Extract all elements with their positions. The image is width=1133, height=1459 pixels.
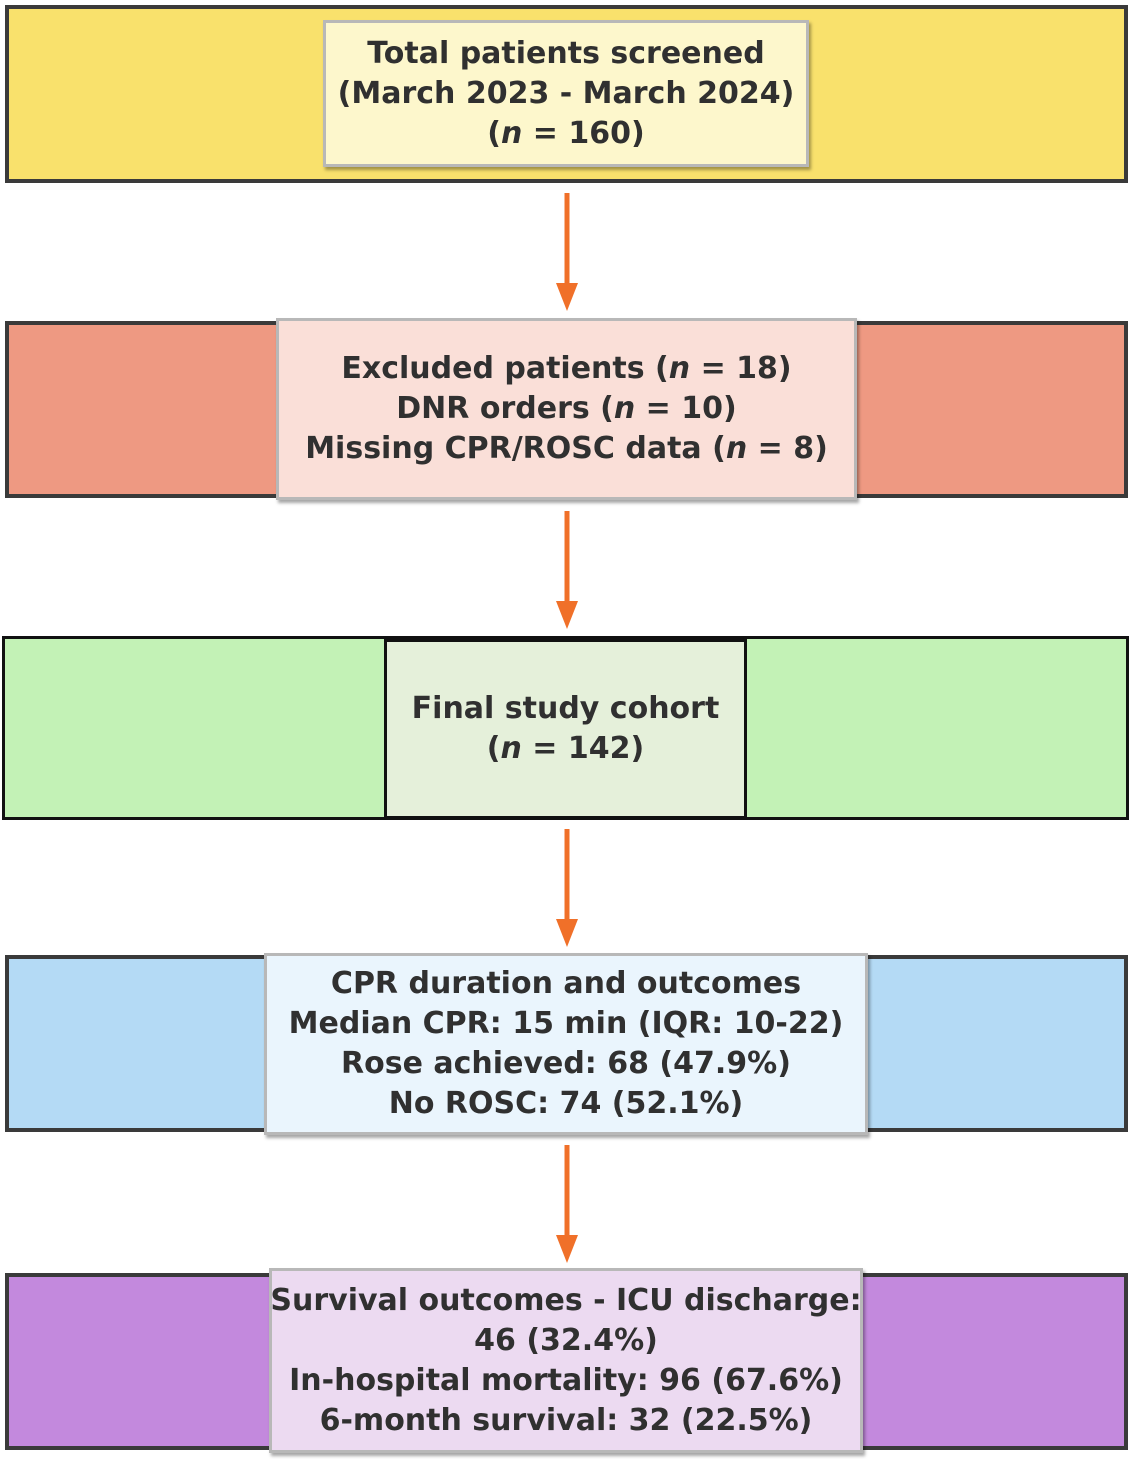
stage-1-box: Total patients screened (March 2023 - Ma… <box>323 20 809 167</box>
stage-4-box: CPR duration and outcomes Median CPR: 15… <box>264 953 868 1135</box>
arrow-down-icon <box>556 829 578 947</box>
stage-4-line-2: Median CPR: 15 min (IQR: 10-22) <box>288 1006 844 1041</box>
stage-5-line-2: 46 (32.4%) <box>474 1322 658 1358</box>
stage-5-line-4: 6-month survival: 32 (22.5%) <box>319 1402 813 1438</box>
arrow-down-icon <box>556 511 578 629</box>
stage-4-line-4: No ROSC: 74 (52.1%) <box>388 1086 744 1121</box>
stage-3-line-2: (n = 142) <box>486 731 645 766</box>
stage-5-line-3: In-hospital mortality: 96 (67.6%) <box>289 1362 843 1398</box>
stage-1-line-3: (n = 160) <box>487 115 645 151</box>
arrow-down-icon <box>556 193 578 311</box>
stage-4-line-1: CPR duration and outcomes <box>330 966 802 1001</box>
stage-5-box: Survival outcomes - ICU discharge: 46 (3… <box>269 1268 863 1453</box>
stage-1-line-2: (March 2023 - March 2024) <box>337 75 795 111</box>
stage-3-box: Final study cohort (n = 142) <box>384 639 747 819</box>
stage-2-box: Excluded patients (n = 18) DNR orders (n… <box>276 318 857 500</box>
stage-5-line-1: Survival outcomes - ICU discharge: <box>270 1282 862 1318</box>
stage-2-line-1: Excluded patients (n = 18) <box>341 351 792 386</box>
stage-1-line-1: Total patients screened <box>367 35 765 71</box>
stage-3-line-1: Final study cohort <box>411 691 720 726</box>
stage-2-line-3: Missing CPR/ROSC data (n = 8) <box>305 431 828 466</box>
arrow-down-icon <box>556 1145 578 1263</box>
stage-4-line-3: Rose achieved: 68 (47.9%) <box>341 1046 791 1081</box>
stage-2-line-2: DNR orders (n = 10) <box>396 391 737 426</box>
